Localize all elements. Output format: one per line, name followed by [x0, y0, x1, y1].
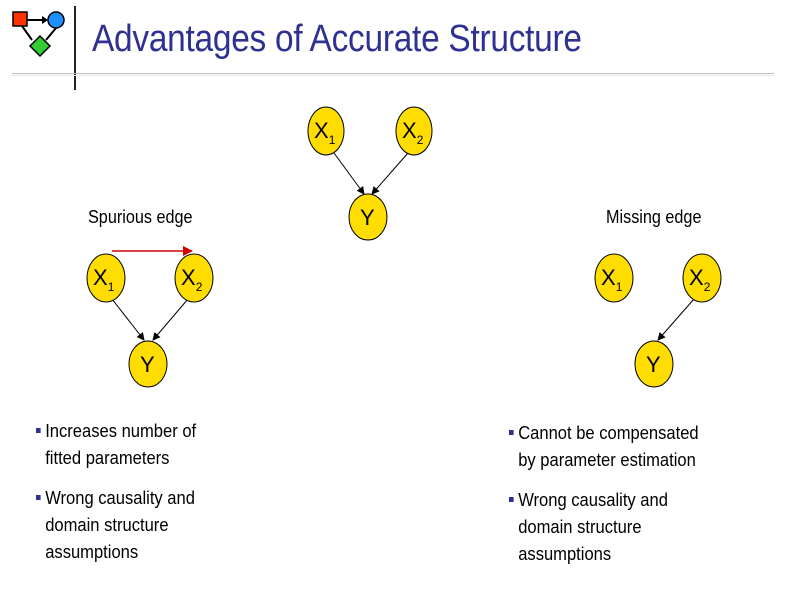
edge-x1-to-y — [111, 298, 145, 341]
svg-text:Y: Y — [140, 352, 155, 377]
bullet-item: Cannot be compensated by parameter estim… — [509, 420, 767, 474]
svg-text:X1: X1 — [93, 265, 115, 294]
true-network: X1 X2 Y — [307, 106, 433, 241]
svg-text:X2: X2 — [402, 118, 424, 147]
edge-x2-to-y — [152, 298, 189, 341]
bullet-square-icon — [36, 495, 41, 500]
spurious-edge-network: X1 X2 Y — [86, 246, 214, 388]
svg-text:X1: X1 — [601, 265, 623, 294]
node-y: Y — [634, 340, 674, 388]
spurious-edge-label: Spurious edge — [88, 207, 193, 227]
missing-edge-bullets: Cannot be compensated by parameter estim… — [509, 420, 789, 581]
edge-x2-to-y — [657, 298, 695, 341]
bullet-item: Wrong causality and domain structure ass… — [36, 485, 275, 566]
title-horizontal-rule — [12, 73, 774, 74]
node-x1: X1 — [307, 106, 345, 156]
node-x2: X2 — [174, 253, 214, 303]
spurious-edge-bullets: Increases number of fitted parameters Wr… — [36, 418, 296, 579]
svg-text:Y: Y — [646, 352, 661, 377]
title-horizontal-rule-shadow — [12, 75, 774, 76]
slide-title: Advantages of Accurate Structure — [92, 18, 582, 60]
node-x1: X1 — [86, 253, 126, 303]
node-y: Y — [348, 193, 388, 241]
bullet-square-icon — [36, 428, 41, 433]
bullet-item: Increases number of fitted parameters — [36, 418, 275, 472]
svg-text:X2: X2 — [689, 265, 711, 294]
bullet-item: Wrong causality and domain structure ass… — [509, 487, 767, 568]
network-logo-icon — [12, 11, 65, 58]
svg-text:Y: Y — [360, 205, 375, 230]
node-x2: X2 — [395, 106, 433, 156]
missing-edge-network: X1 X2 Y — [594, 253, 722, 388]
svg-text:X2: X2 — [181, 265, 203, 294]
node-y: Y — [128, 340, 168, 388]
edge-x2-to-y — [371, 152, 409, 195]
missing-edge-label: Missing edge — [606, 207, 702, 227]
bullet-square-icon — [509, 430, 514, 435]
edge-x1-to-y — [333, 152, 365, 195]
svg-text:X1: X1 — [314, 118, 336, 147]
node-x1: X1 — [594, 253, 634, 303]
bullet-square-icon — [509, 497, 514, 502]
title-vertical-rule — [74, 6, 76, 90]
node-x2: X2 — [682, 253, 722, 303]
